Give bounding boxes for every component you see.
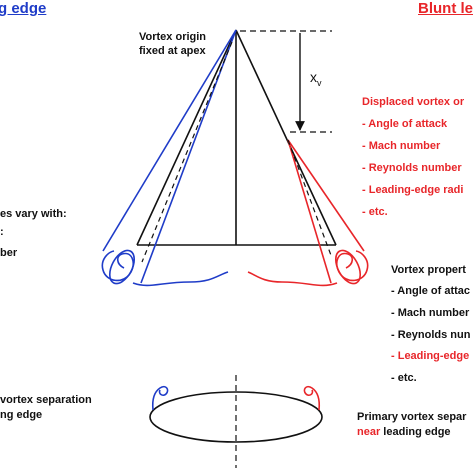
blue-vortex-dashed-core	[141, 41, 233, 263]
displaced-item-etc: - etc.	[362, 206, 388, 218]
blue-vortex-outer	[102, 29, 237, 252]
red-vortex-dashed-core	[287, 139, 333, 259]
wing-planform	[136, 29, 337, 246]
red-small-spiral	[303, 385, 321, 411]
apex-label-line2: fixed at apex	[139, 45, 206, 57]
vortex-prop-item-4: - etc.	[391, 372, 417, 384]
left-props-line2: :	[0, 226, 4, 238]
header-right: Blunt le	[418, 0, 473, 17]
left-props-line1: es vary with:	[0, 208, 67, 220]
red-vortex-outer	[287, 139, 365, 252]
vortex-prop-item-2: - Reynolds nun	[391, 329, 471, 341]
left-bottom-line1: vortex separation	[0, 394, 92, 406]
apex-label-line1: Vortex origin	[139, 31, 207, 43]
right-bottom-line1: Primary vortex separ	[357, 411, 467, 423]
header-left: g edge	[0, 0, 47, 17]
vortex-prop-item-0: - Angle of attac	[391, 285, 471, 297]
vortex-props-title: Vortex propert	[391, 264, 466, 276]
left-props-line3: ber	[0, 247, 18, 259]
xv-label-sub: v	[317, 77, 322, 88]
left-bottom-line2: ng edge	[0, 409, 43, 421]
blue-small-spiral	[151, 385, 169, 411]
blue-vortex-inner	[140, 29, 237, 284]
vortex-prop-item-3: - Leading-edge	[391, 350, 470, 362]
vortex-prop-item-1: - Mach number	[391, 307, 470, 319]
xv-label: xv	[310, 69, 322, 90]
displaced-item-reynolds: - Reynolds number	[362, 162, 462, 174]
right-bottom-near: near	[357, 426, 381, 438]
displaced-item-mach: - Mach number	[362, 140, 441, 152]
red-vortex	[287, 139, 365, 285]
right-bottom-rest: leading edge	[380, 426, 451, 438]
displaced-title: Displaced vortex or	[362, 96, 465, 108]
red-spiral-sheet	[247, 250, 369, 287]
wing-right-edge	[235, 29, 337, 246]
wing-left-edge	[136, 29, 237, 246]
displaced-item-aoa: - Angle of attack	[362, 118, 448, 130]
right-bottom-line2: near leading edge	[357, 426, 451, 439]
xv-reference-lines	[240, 30, 332, 133]
blue-spiral-sheet	[101, 250, 229, 287]
red-vortex-inner	[287, 139, 332, 284]
displaced-item-radius: - Leading-edge radi	[362, 184, 464, 196]
cross-section-ellipse	[149, 391, 323, 443]
xv-label-main: x	[310, 69, 317, 85]
blue-vortex	[102, 29, 237, 285]
